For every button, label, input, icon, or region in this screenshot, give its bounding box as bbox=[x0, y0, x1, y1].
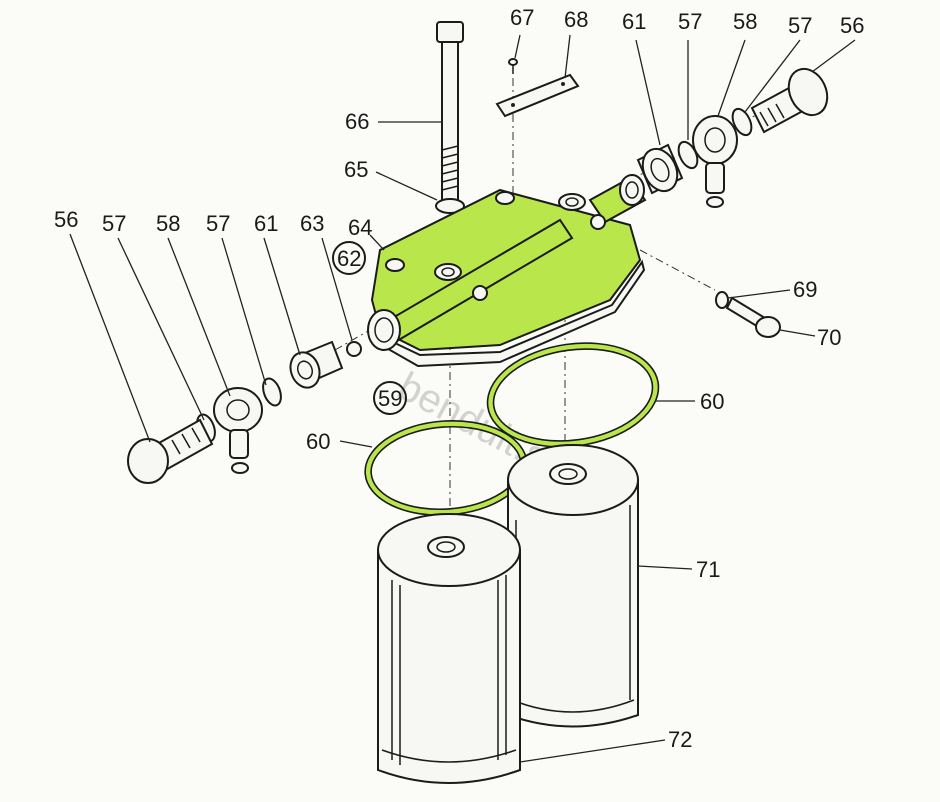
screw-70 bbox=[725, 296, 781, 338]
label-56-left: 56 bbox=[54, 207, 78, 232]
label-59: 59 bbox=[378, 386, 402, 411]
label-59-circle bbox=[373, 381, 407, 415]
label-60-left: 60 bbox=[306, 429, 330, 454]
banjo-bolt-56-right bbox=[750, 67, 829, 134]
ball-63 bbox=[346, 341, 362, 357]
label-56-right: 56 bbox=[840, 13, 864, 38]
label-64: 64 bbox=[348, 215, 372, 240]
fitting-61-left bbox=[289, 340, 344, 389]
label-67: 67 bbox=[510, 5, 534, 30]
bolt-66 bbox=[436, 21, 464, 203]
label-60-right: 60 bbox=[700, 389, 724, 414]
label-57-left-b: 57 bbox=[206, 211, 230, 236]
leader-lines bbox=[69, 34, 856, 763]
seal-57-left bbox=[262, 377, 282, 407]
banjo-58-right bbox=[692, 115, 738, 208]
label-70: 70 bbox=[817, 325, 841, 350]
label-57-right-a: 57 bbox=[788, 13, 812, 38]
label-69: 69 bbox=[793, 277, 817, 302]
label-58-left: 58 bbox=[156, 211, 180, 236]
filter-element-72 bbox=[377, 513, 521, 784]
label-65: 65 bbox=[344, 157, 368, 182]
label-58-right: 58 bbox=[733, 9, 757, 34]
washer-69 bbox=[715, 291, 729, 309]
filter-head-64 bbox=[367, 174, 647, 368]
banjo-58-left bbox=[213, 387, 263, 474]
label-72: 72 bbox=[668, 727, 692, 752]
fitting-61-right bbox=[636, 143, 684, 195]
label-61-right: 61 bbox=[622, 9, 646, 34]
label-66: 66 bbox=[345, 109, 369, 134]
banjo-bolt-56-left bbox=[127, 418, 214, 484]
centerline bbox=[334, 329, 371, 351]
label-57-right-b: 57 bbox=[678, 9, 702, 34]
screw-67 bbox=[508, 58, 518, 74]
label-62: 62 bbox=[337, 246, 361, 271]
seal-57-right-b bbox=[731, 107, 753, 137]
label-62-circle bbox=[332, 241, 366, 275]
label-61-left: 61 bbox=[254, 211, 278, 236]
centerline bbox=[639, 249, 716, 291]
label-57-left-a: 57 bbox=[102, 211, 126, 236]
label-63: 63 bbox=[300, 211, 324, 236]
washer-65 bbox=[435, 198, 465, 214]
filter-element-71 bbox=[507, 444, 639, 728]
label-71: 71 bbox=[696, 557, 720, 582]
label-68: 68 bbox=[564, 7, 588, 32]
plate-68 bbox=[495, 73, 580, 118]
